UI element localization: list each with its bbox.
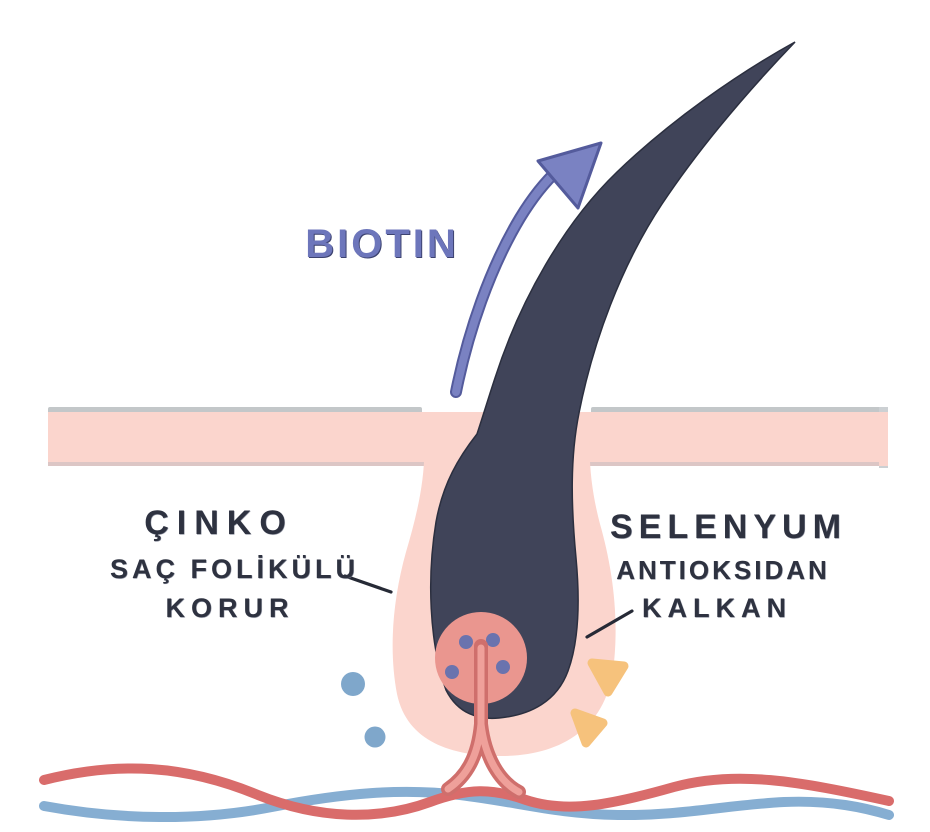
capillary-stem-highlight [444,644,523,796]
papilla-nutrient-dot [486,633,500,647]
selenium-pointer-line [585,609,634,639]
red-blood-vessel [39,763,894,820]
selenium-label-line2: KALKAN [642,593,792,623]
growth-arrow-shaft [452,166,562,396]
selenium-label-line1: ANTIOKSIDAN [616,555,830,585]
zinc-molecule-dot [364,726,386,748]
zinc-label-line2: KORUR [165,593,295,623]
selenium-molecule-triangle [570,708,608,748]
biotin-label: BIOTIN [305,222,459,266]
zinc-label-line1: SAÇ FOLİKÜLÜ [110,554,359,584]
zinc-pointer-line [343,574,393,594]
papilla-nutrient-dot [459,635,473,649]
zinc-label-title: ÇINKO [144,504,294,542]
blue-blood-vessel [39,786,894,822]
selenium-label-title: SELENYUM [610,508,847,546]
papilla-nutrient-dot [496,660,510,674]
zinc-molecule-dot [341,672,365,696]
growth-arrow-head [536,141,603,210]
papilla-nutrient-dot [445,665,459,679]
selenium-molecule-triangle [587,658,629,697]
